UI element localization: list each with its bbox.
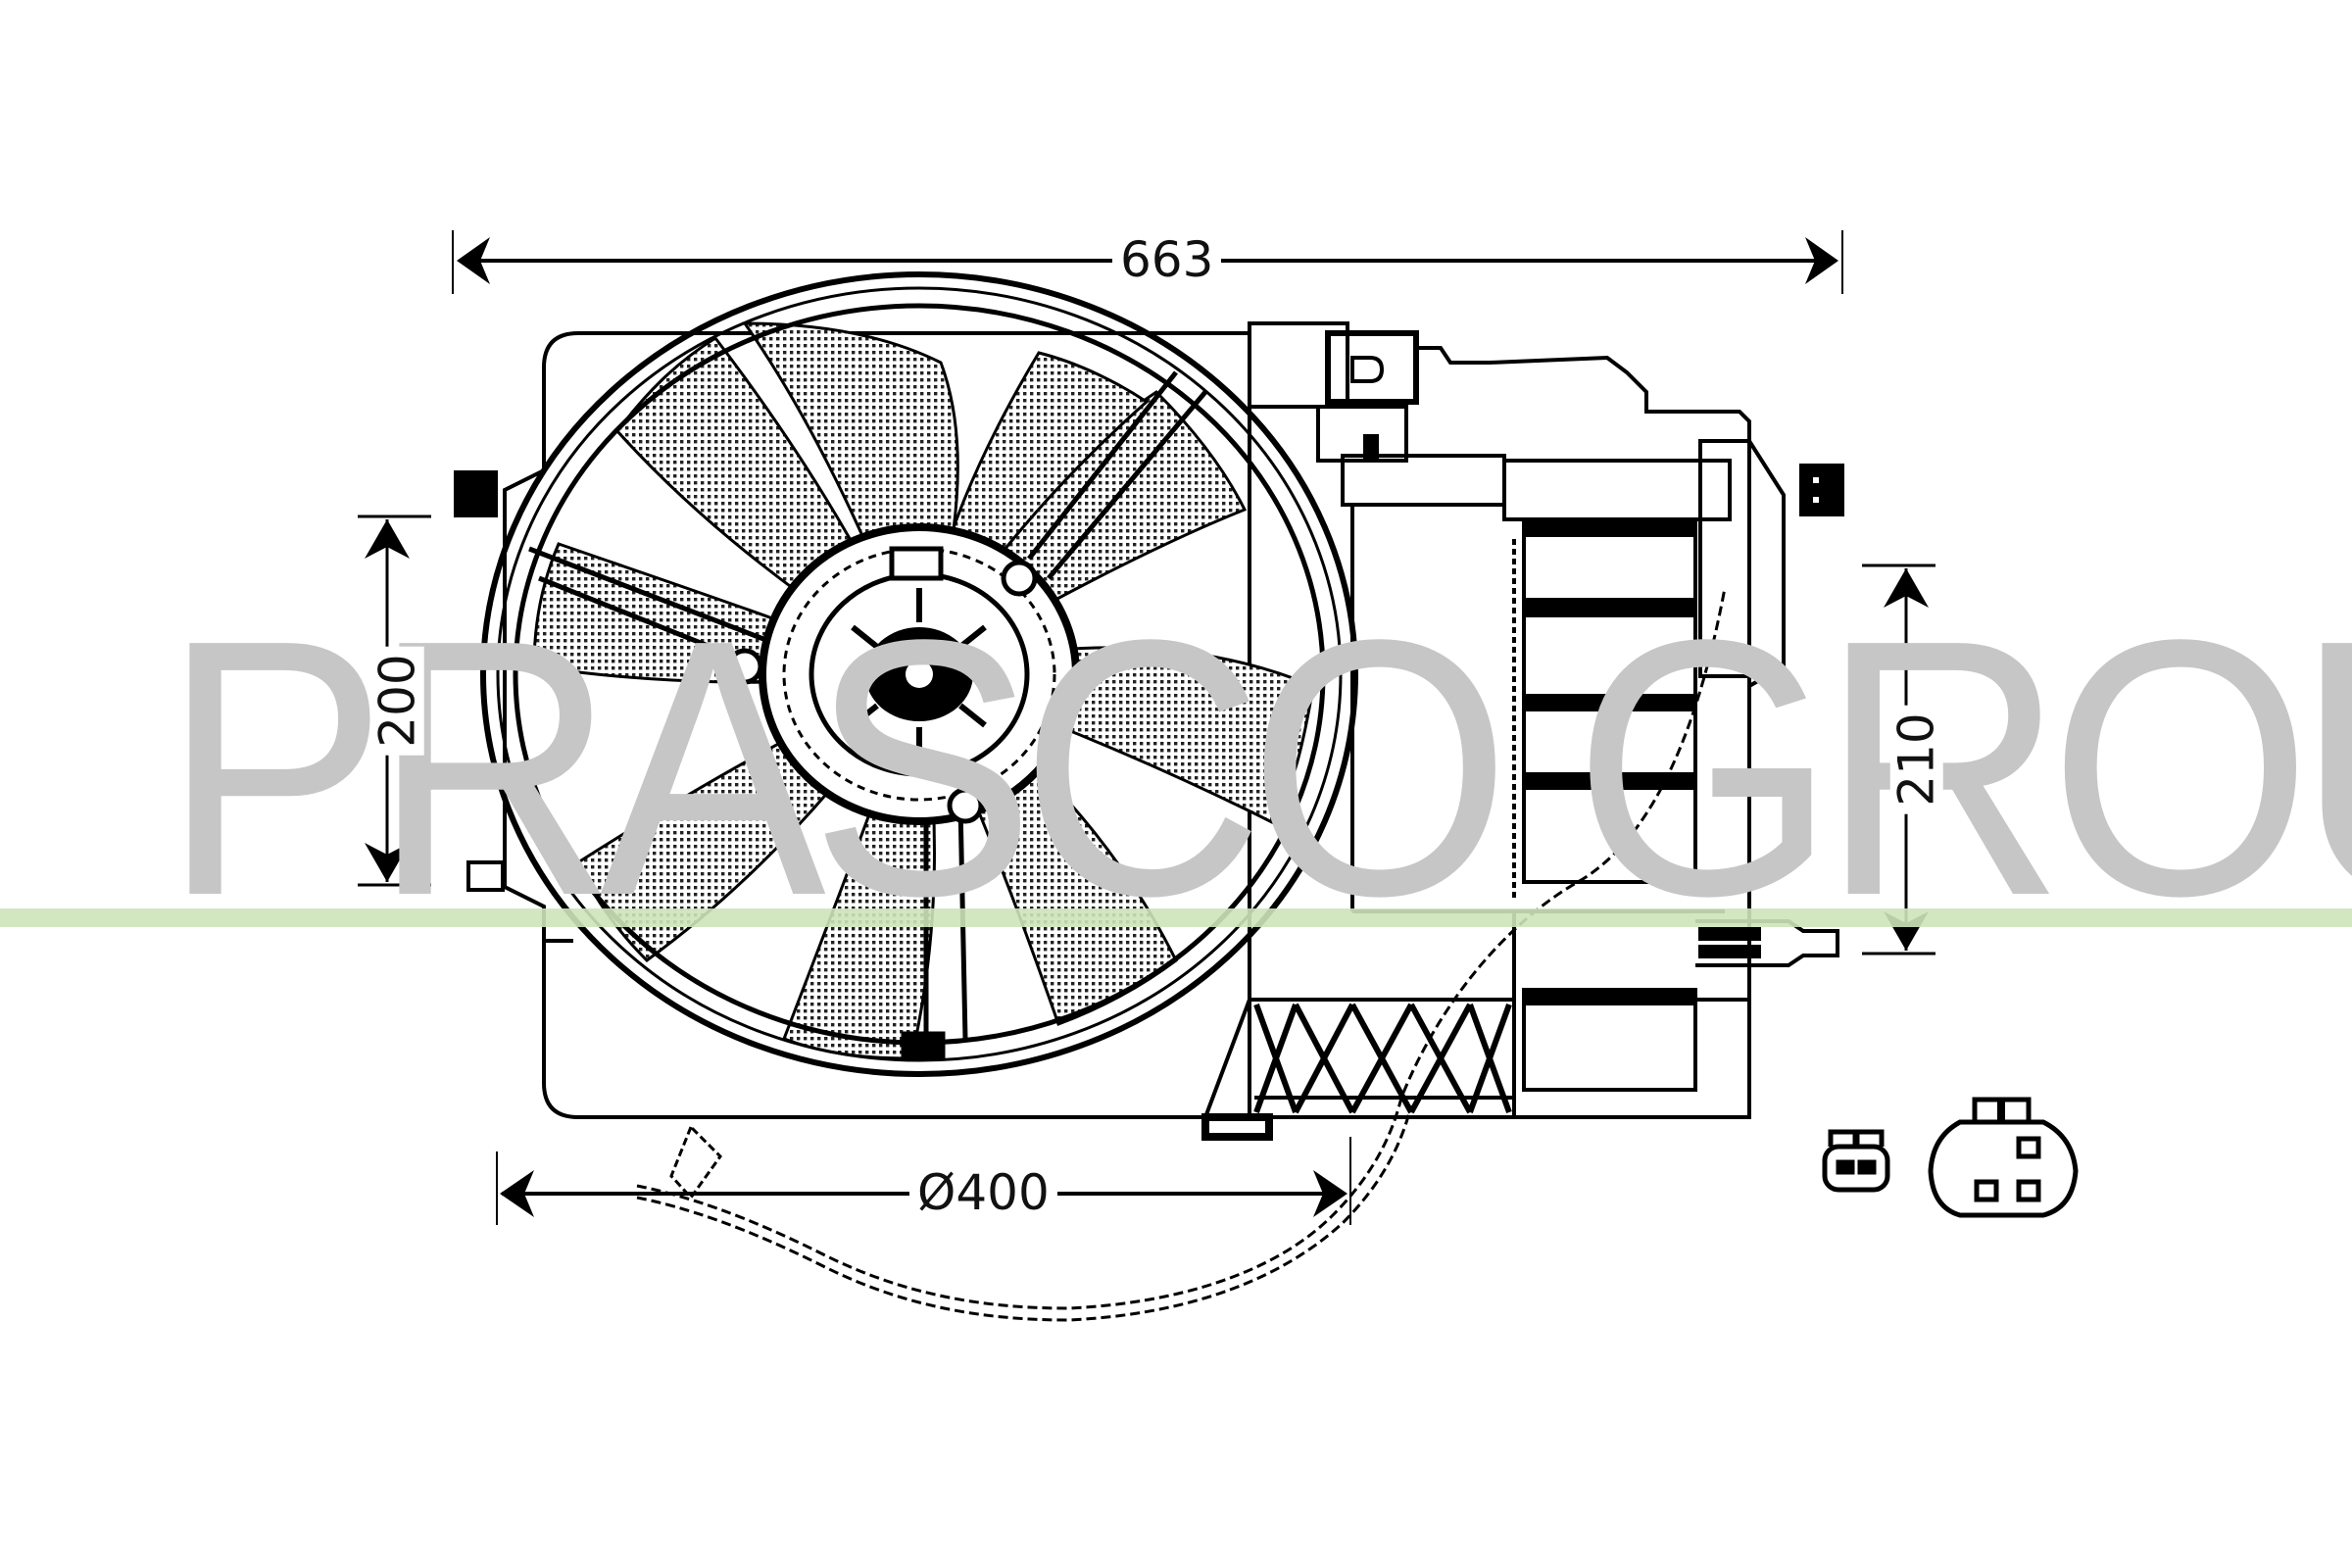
accent-line bbox=[0, 908, 2352, 927]
left-mount-tabs bbox=[454, 470, 505, 892]
dimension-lines bbox=[358, 230, 1936, 1225]
dimension-overall-width-label: 663 bbox=[1112, 233, 1222, 286]
shroud-housing bbox=[503, 331, 1251, 1119]
dimension-left-height-label: 200 bbox=[369, 646, 426, 756]
dimension-right-height-label: 210 bbox=[1888, 705, 1945, 814]
wiring-harness bbox=[636, 587, 1727, 1322]
dimension-fan-diameter-label: Ø400 bbox=[909, 1166, 1057, 1219]
fan bbox=[480, 271, 1358, 1077]
connector-2pin-icon bbox=[1822, 1129, 1890, 1193]
connector-3pin-icon bbox=[1928, 1097, 2079, 1218]
fan-hub bbox=[726, 523, 1080, 825]
lattice-strut bbox=[1201, 998, 1516, 1141]
